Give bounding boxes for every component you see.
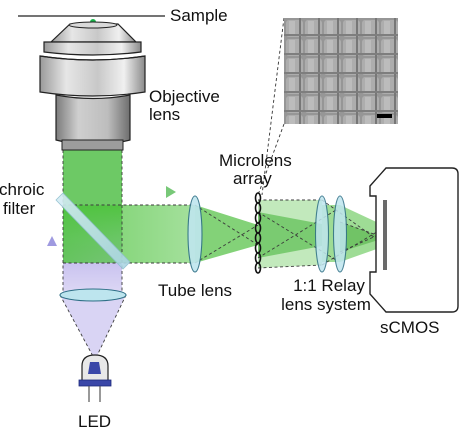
led-source	[78, 354, 112, 402]
excitation-cone	[60, 295, 126, 360]
label-objective-line2: lens	[149, 105, 181, 124]
label-dichroic-line2: filter	[3, 199, 36, 218]
beam-paths	[59, 150, 386, 361]
label-relay-line1: 1:1 Relay	[293, 276, 365, 295]
label-sample: Sample	[170, 6, 228, 25]
label-relay-line2: lens system	[281, 295, 371, 314]
camera-sensor	[383, 200, 387, 270]
label-tube-lens: Tube lens	[158, 281, 233, 300]
label-led: LED	[78, 412, 112, 431]
label-microlens-line2: array	[233, 169, 272, 188]
excitation-arrow-icon	[47, 236, 57, 246]
label-microlens-line1: Microlens	[219, 151, 292, 170]
microlens-image-inset	[257, 17, 398, 196]
emission-arrow-icon	[166, 186, 176, 198]
label-dichroic-line1: chroic	[0, 180, 45, 199]
relay-lens-system	[314, 195, 348, 273]
microlens-array	[254, 192, 262, 274]
label-objective-line1: Objective	[149, 87, 220, 106]
objective-lens	[39, 21, 146, 151]
label-camera: sCMOS	[380, 318, 440, 337]
scale-bar	[377, 114, 392, 118]
collimator-lens	[59, 288, 127, 302]
horizontal-emission-beam	[63, 205, 195, 263]
vertical-emission-beam	[63, 150, 122, 206]
scmos-camera	[369, 167, 459, 313]
tube-lens	[187, 195, 203, 273]
dichroic-filter	[55, 192, 131, 270]
